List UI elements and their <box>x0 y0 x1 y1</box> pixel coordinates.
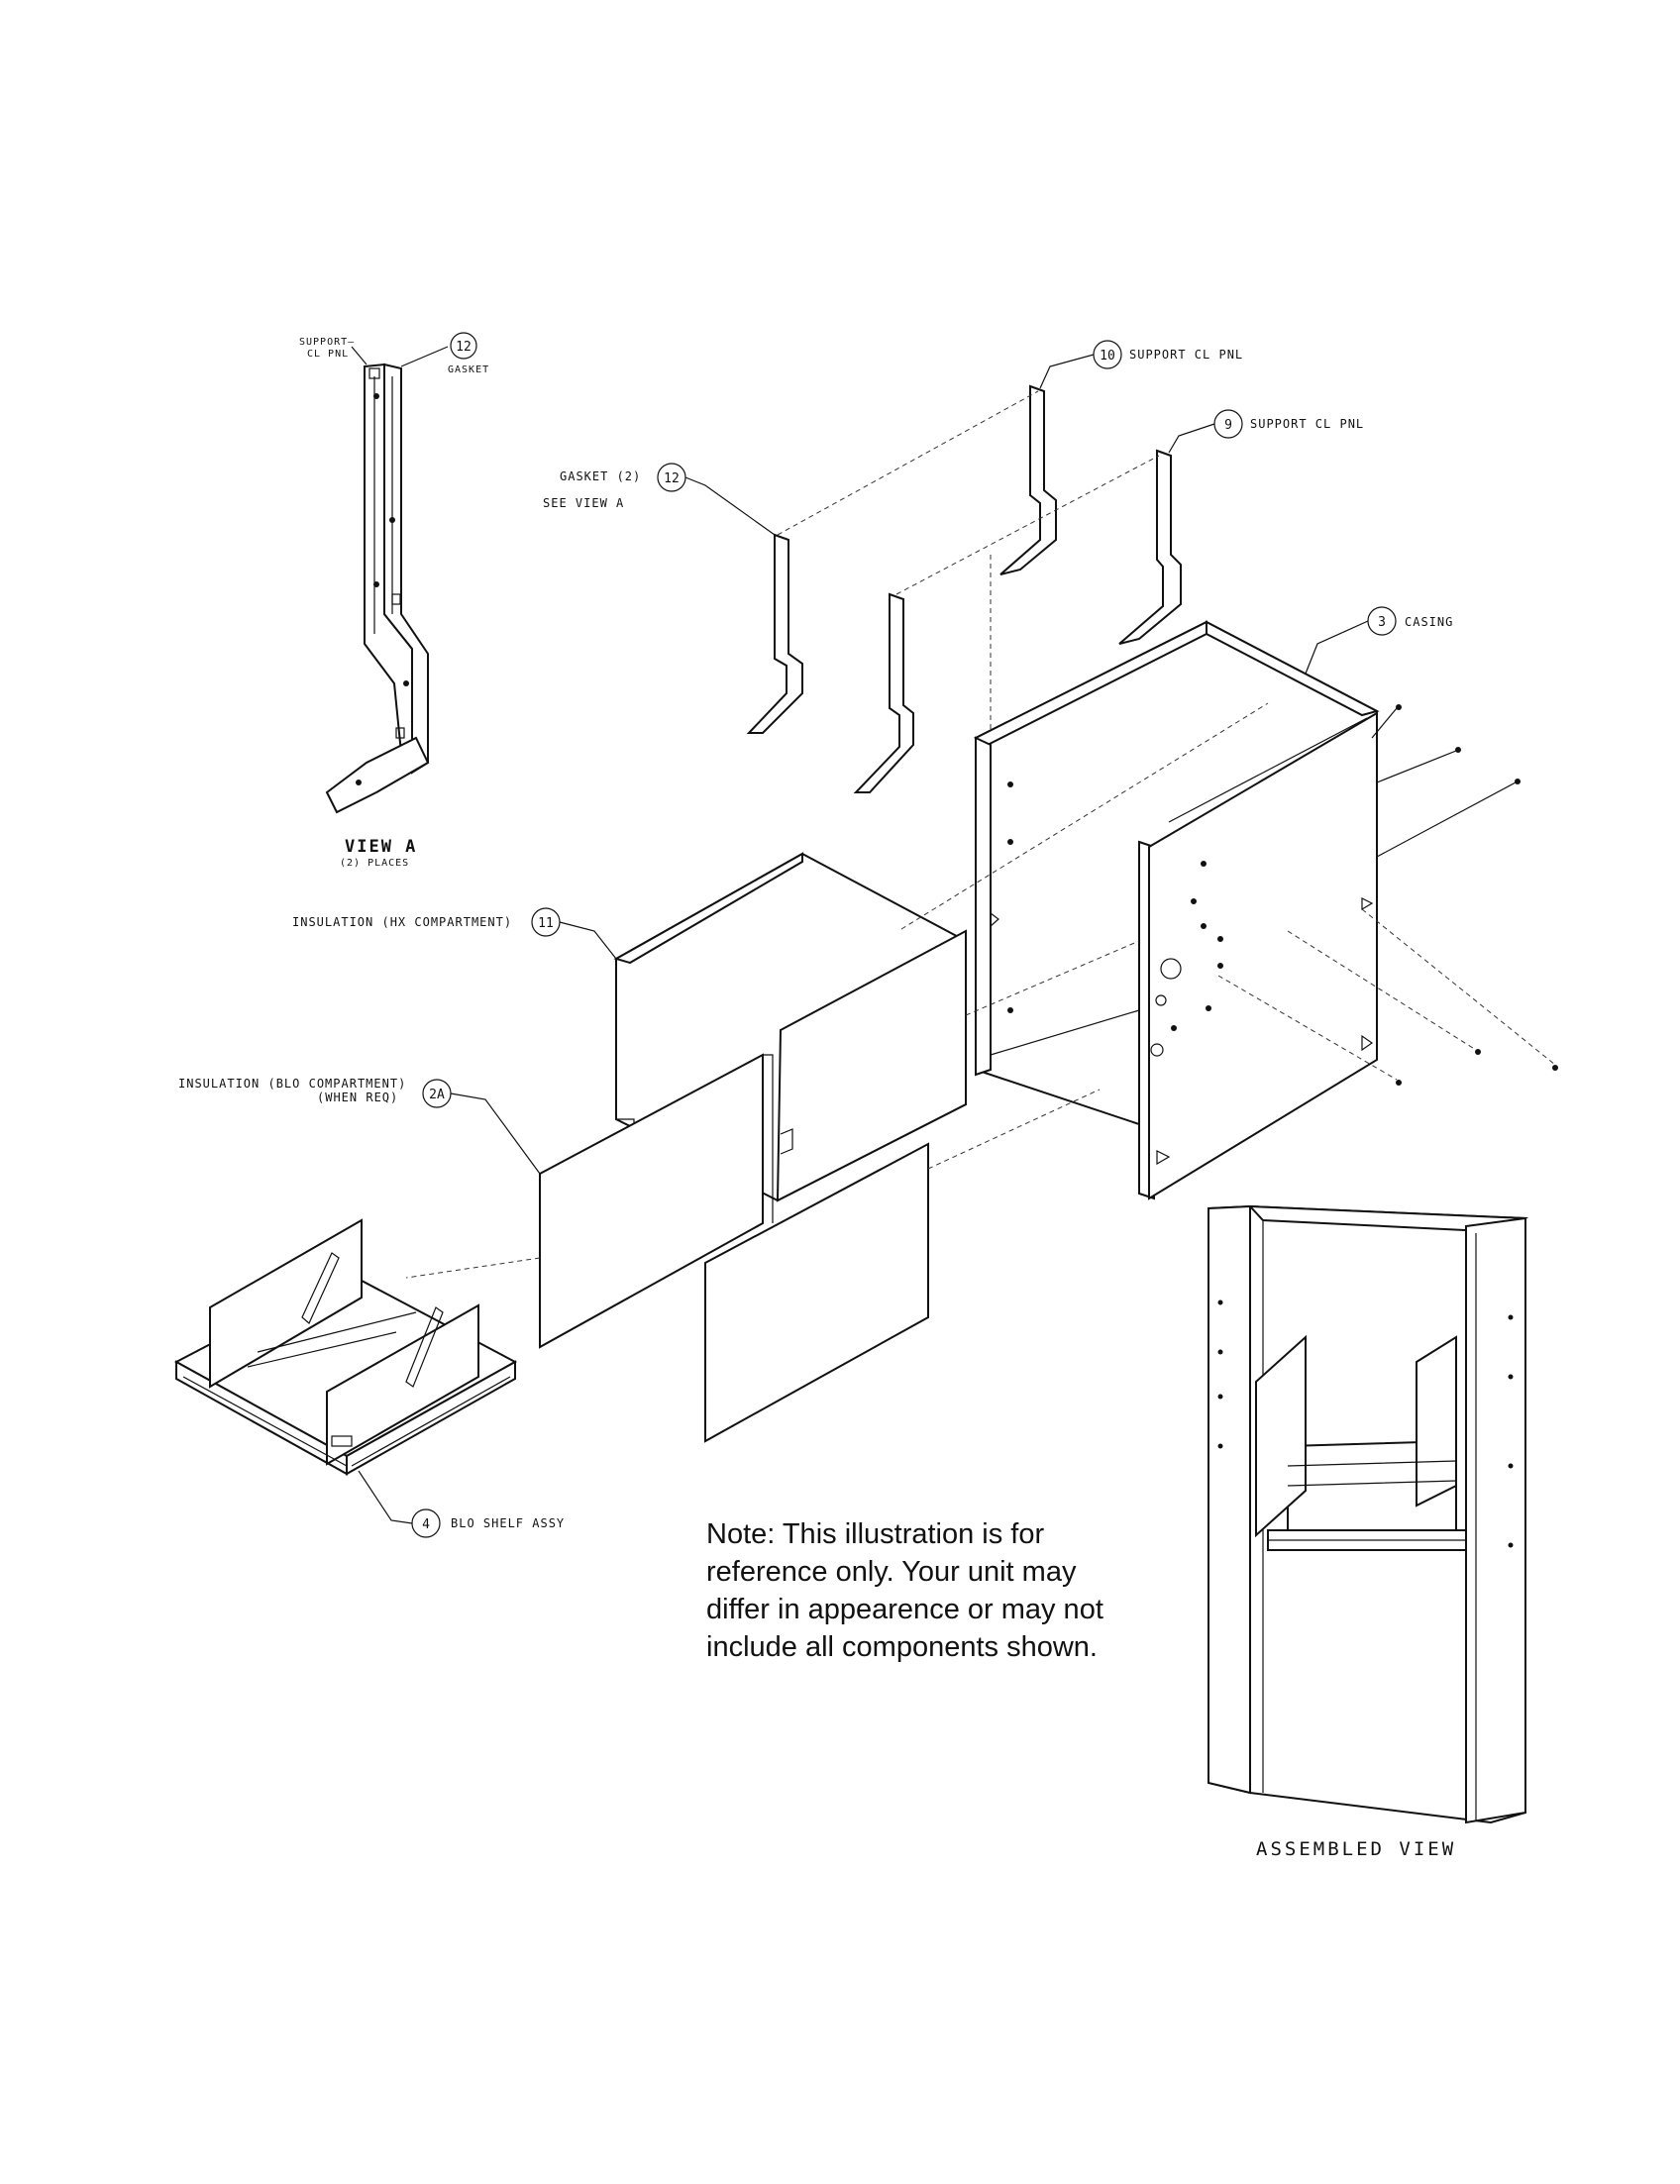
view-a-gasket-label: GASKET <box>448 364 489 375</box>
insulation-blo-callout-number: 2A <box>429 1088 445 1102</box>
view-a-gasket-callout-number: 12 <box>456 340 472 355</box>
insulation-hx-label: INSULATION (HX COMPARTMENT) <box>292 915 512 929</box>
note-line-4: include all components shown. <box>706 1631 1098 1663</box>
note-line-1: Note: This illustration is for <box>706 1518 1045 1550</box>
insulation-blo-label-1: INSULATION (BLO COMPARTMENT) <box>178 1077 406 1091</box>
gasket-brackets <box>746 533 914 793</box>
note-line-2: reference only. Your unit may <box>706 1556 1077 1588</box>
view-a-title: VIEW A <box>345 837 417 857</box>
casing-label: CASING <box>1405 615 1453 629</box>
support-9-label: SUPPORT CL PNL <box>1250 417 1364 431</box>
support-10-label: SUPPORT CL PNL <box>1129 348 1243 362</box>
view-a-support-bracket <box>325 346 449 814</box>
insulation-hx-callout-number: 11 <box>538 916 554 931</box>
insulation-blo-compartment <box>539 1053 929 1443</box>
insulation-blo-label-2: (WHEN REQ) <box>317 1091 398 1104</box>
casing-screws <box>1171 704 1558 1086</box>
gasket-label-2: SEE VIEW A <box>543 496 624 510</box>
view-a-support-label-2: CL PNL <box>307 349 349 360</box>
view-a-gasket-callout-circle <box>450 332 477 360</box>
note-line-3: differ in appearence or may not <box>706 1594 1103 1625</box>
gasket-label-1: GASKET (2) <box>560 469 641 483</box>
assembled-view-label: ASSEMBLED VIEW <box>1256 1838 1456 1860</box>
blo-shelf-label: BLO SHELF ASSY <box>451 1516 565 1530</box>
support-panel-brackets <box>999 384 1182 645</box>
support-10-callout-number: 10 <box>1100 349 1115 364</box>
support-9-callout-number: 9 <box>1224 418 1232 433</box>
assembled-view <box>1208 1204 1528 1824</box>
blower-shelf-assembly <box>173 1218 518 1476</box>
blo-shelf-callout-number: 4 <box>422 1517 430 1532</box>
casing-callout-number: 3 <box>1378 615 1386 630</box>
gasket-callout-number: 12 <box>664 471 680 486</box>
casing <box>973 620 1380 1200</box>
reference-note: Note: This illustration is for reference… <box>706 1515 1182 1666</box>
view-a-places: (2) PLACES <box>340 858 409 869</box>
view-a-support-label-1: SUPPORT— <box>299 337 355 348</box>
